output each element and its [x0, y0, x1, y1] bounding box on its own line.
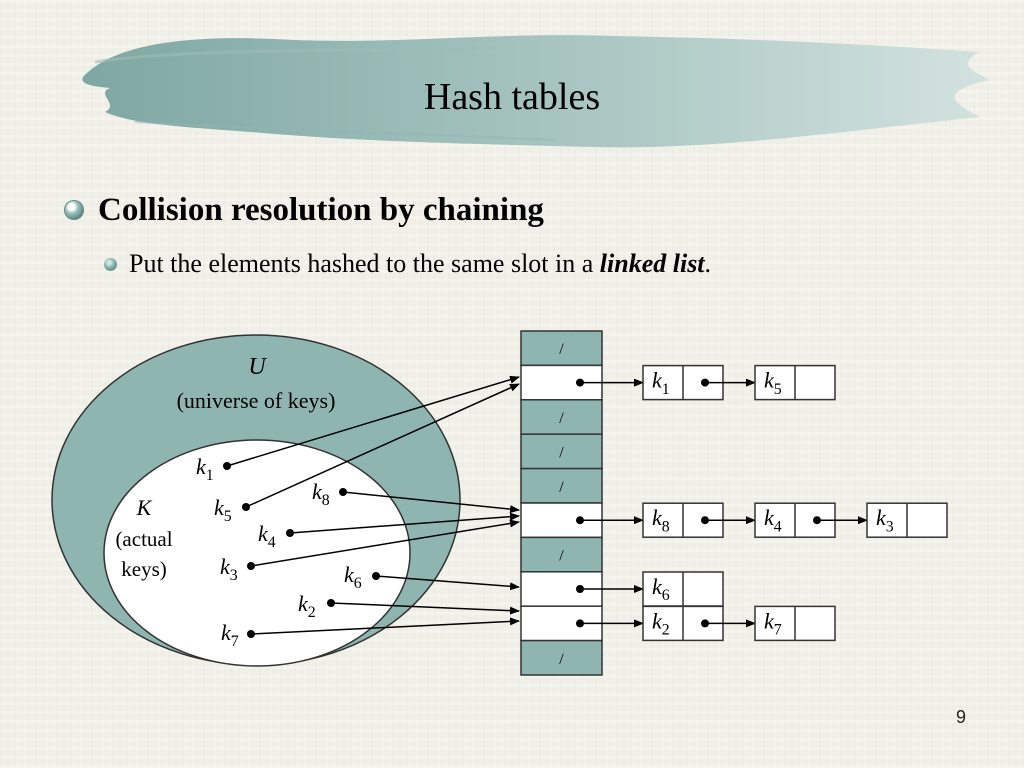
key-label: k6	[344, 562, 362, 592]
key-dot	[242, 503, 250, 511]
bullet-sub-text: Put the elements hashed to the same slot…	[129, 245, 711, 283]
nil-symbol: /	[559, 548, 564, 565]
chain-node-key: k7	[764, 608, 782, 638]
table-slot-8	[520, 605, 603, 642]
nil-symbol: /	[559, 341, 564, 358]
hash-arrow	[226, 375, 520, 467]
title-brush-stroke	[82, 35, 990, 148]
bullet-sub-suffix: .	[704, 249, 712, 278]
table-slot-3	[520, 433, 603, 470]
key-label: k7	[221, 620, 239, 650]
chain-node-key: k8	[652, 505, 670, 535]
key-label: k5	[214, 495, 232, 525]
actual-keys-line2: keys)	[121, 557, 167, 581]
chain-node-key: k5	[764, 368, 782, 398]
hash-arrow	[250, 519, 520, 567]
table-slot-4	[520, 467, 603, 504]
key-dot	[247, 562, 255, 570]
universe-label: U	[248, 354, 267, 380]
key-label: k3	[220, 554, 238, 584]
bullet-orb-icon	[64, 200, 84, 220]
chain-node-key: k1	[652, 368, 670, 398]
hash-arrow	[375, 575, 520, 591]
key-dot	[223, 462, 231, 470]
chain-node-key: k4	[764, 505, 782, 535]
actual-keys-label: K	[136, 495, 153, 520]
page-title: Hash tables	[423, 76, 601, 118]
table-slot-2	[520, 399, 603, 435]
key-label: k4	[258, 521, 276, 551]
hash-arrow	[342, 491, 520, 514]
hash-arrow	[289, 512, 520, 534]
actual-keys-ellipse	[103, 439, 411, 667]
key-dot	[286, 529, 294, 537]
bullet-sub: Put the elements hashed to the same slot…	[104, 245, 711, 283]
chain-node-key: k2	[652, 608, 670, 638]
key-label: k2	[298, 591, 316, 621]
hash-arrow	[245, 383, 520, 508]
hash-arrow	[330, 602, 520, 615]
key-label: k1	[196, 454, 214, 484]
key-label: k8	[312, 479, 330, 509]
bullet-dot-icon	[104, 257, 117, 271]
universe-description: (universe of keys)	[177, 388, 336, 413]
table-slot-9	[520, 639, 603, 676]
bullet-sub-emphasis: linked list	[599, 249, 705, 278]
slide-number: 9	[955, 707, 966, 727]
nil-symbol: /	[559, 651, 564, 668]
actual-keys-line1: (actual	[115, 527, 172, 551]
bullet-sub-prefix: Put the elements hashed to the same slot…	[129, 249, 600, 278]
nil-symbol: /	[559, 479, 564, 496]
nil-symbol: /	[559, 410, 564, 427]
bullet-main: Collision resolution by chaining	[64, 188, 544, 232]
chain-node-key: k3	[876, 505, 894, 535]
key-dot	[339, 488, 347, 496]
chain-node-key: k6	[652, 574, 670, 604]
key-dot	[247, 630, 255, 638]
nil-symbol: /	[559, 444, 564, 461]
key-dot	[327, 599, 335, 607]
key-dot	[372, 572, 380, 580]
bullet-main-text: Collision resolution by chaining	[98, 192, 544, 228]
hash-arrow	[250, 617, 520, 635]
table-slot-6	[520, 536, 603, 573]
